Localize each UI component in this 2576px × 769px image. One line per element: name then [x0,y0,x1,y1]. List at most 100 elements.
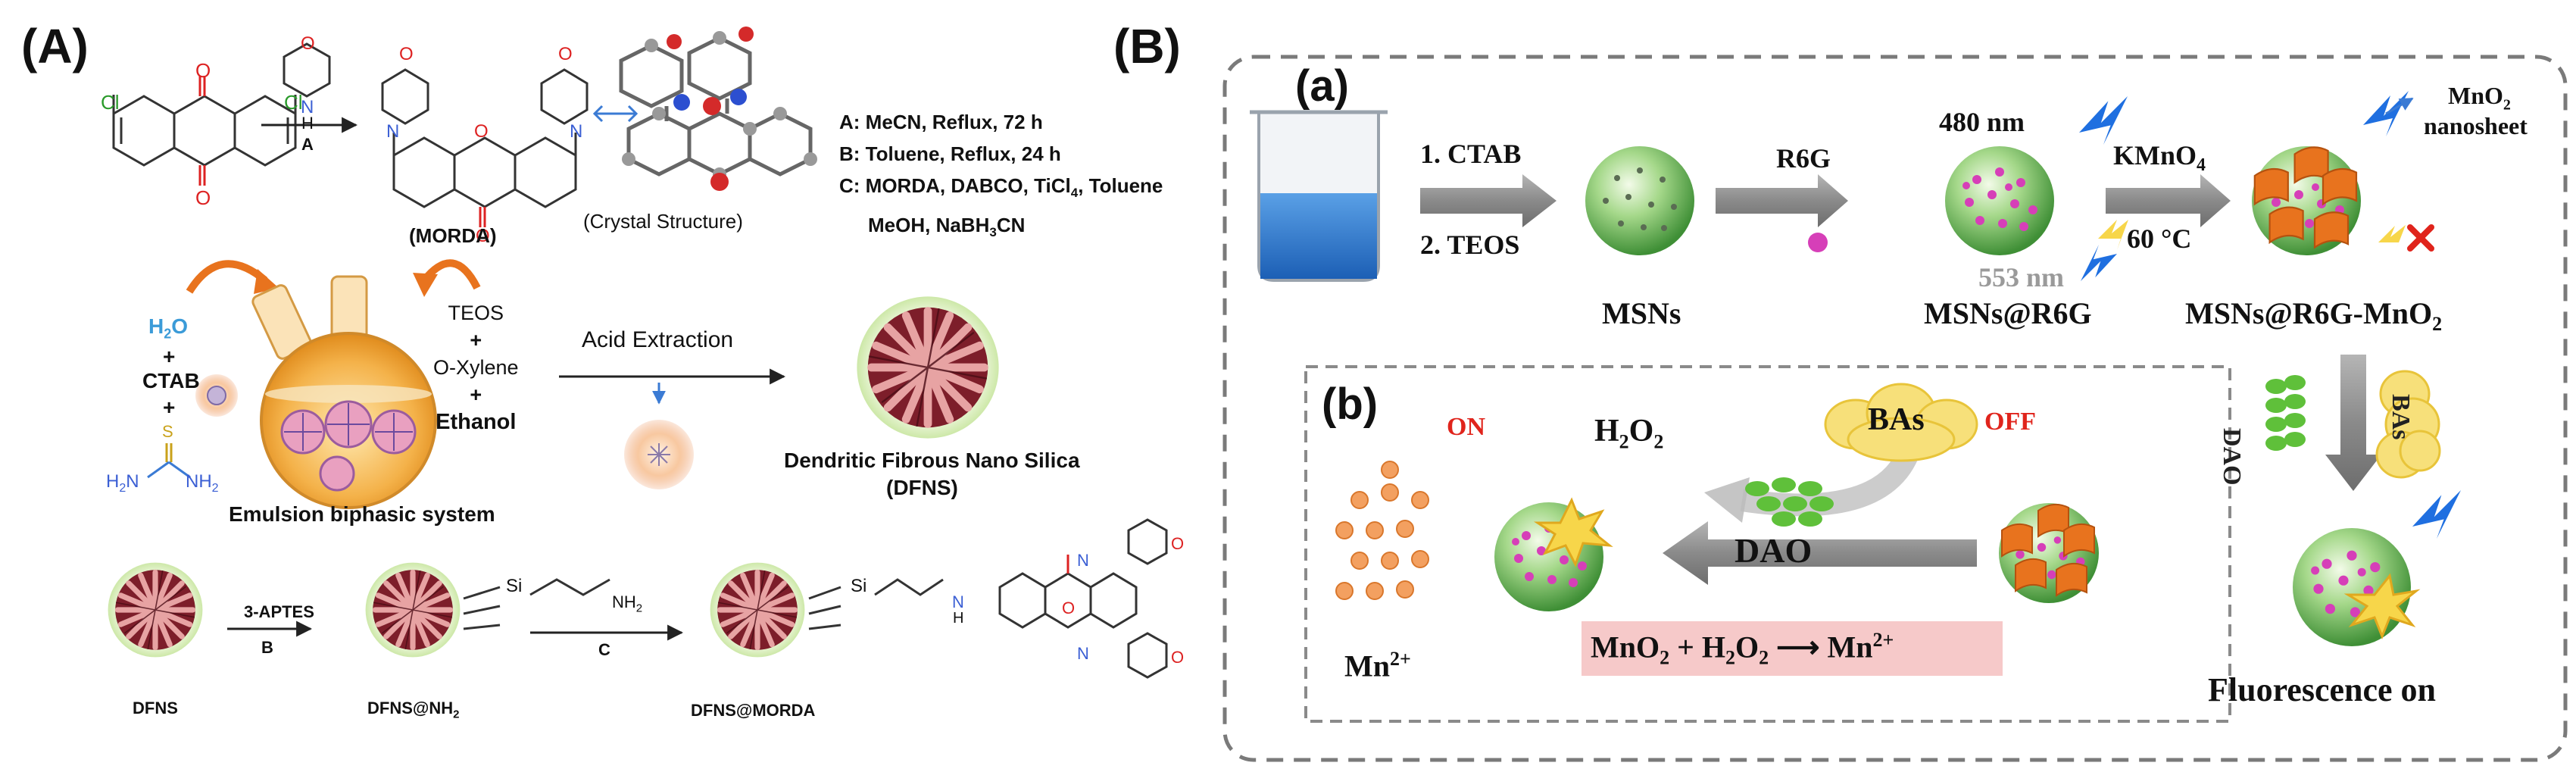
dfns-particle [108,563,203,658]
quench-x-icon [2407,224,2434,252]
dfns-morda-particle [710,563,805,658]
crystal-caption: (Crystal Structure) [583,210,743,233]
bas-cloud-vertical [2375,370,2441,479]
step-c-label: C [598,640,610,659]
emission-553nm: 553 nm [1978,262,2065,292]
msns-r6g-caption: MSNs@R6G [1924,296,2092,330]
msns-caption: MSNs [1602,296,1681,330]
micelles-in-flask [280,400,417,492]
thiourea-nh2: NH2 [186,471,219,495]
morpholine-n-label: N [301,97,314,117]
o-xylene-label: O-Xylene [433,356,519,379]
bas-cloud [1824,383,1978,462]
dao-vertical-label: DAO [2218,428,2246,486]
step1-label: 1. CTAB [1420,139,1522,169]
equivalence-arrow [592,105,639,123]
morpholine-o-bottom: O [1171,648,1185,667]
plus-1: + [163,345,176,368]
nanosheet-label: nanosheet [2424,112,2528,139]
mn2-ions [1335,461,1429,600]
ctab-teos-arrow [1420,174,1557,227]
morda-n-right: N [570,121,583,142]
dfns-nh2-caption: DFNS@NH2 [367,699,460,721]
dfns-caption: DFNS [133,699,178,717]
step-b-label: B [261,638,273,657]
conditions-list: A: MeCN, Reflux, 72 h B: Toluene, Reflux… [839,106,1163,249]
step-a-label: A [301,135,314,154]
emission-lightning [2081,245,2117,281]
o-bottom-label: O [195,186,211,209]
reaction-left-arrow [1663,521,1977,585]
plus-3: + [470,329,482,352]
water-label: H2O [148,314,189,342]
morda-o-center: O [474,121,489,142]
r6g-label: R6G [1776,143,1831,173]
dao-bas-arrow [2325,355,2381,491]
on-label: ON [1447,413,1485,441]
morpholine-n-bottom: N [1077,644,1089,663]
dfns-particle-large [857,296,998,438]
teos-label: TEOS [448,302,504,324]
ethanol-label: Ethanol [436,410,517,434]
h2o2-label: H2O2 [1594,414,1664,453]
dfns-nh2-particle [366,563,461,658]
morpholine-o-label: O [301,33,315,54]
fluorescence-lightning [2412,490,2461,539]
msns-sphere [1585,146,1694,255]
right-orange-arrow [421,259,481,290]
ctab-label: CTAB [142,369,200,392]
r6g-arrow [1716,174,1848,227]
kmno4-label: KMnO4 [2113,140,2206,176]
aptes-nh2: NH2 [612,592,643,615]
dao-enzyme-group [1745,477,1834,527]
morda-si: Si [851,576,867,596]
morpholine-h-label: H [301,114,314,133]
morda-caption: (MORDA) [409,224,497,247]
sub-panel-a-label: (a) [1295,61,1349,111]
mno2-label: MnO2 [2448,82,2511,114]
acid-extraction-label: Acid Extraction [582,327,734,352]
morda-o-left: O [399,44,414,64]
plus-2: + [163,395,176,419]
morda-structure [381,68,589,227]
morpholine-n-top: N [1077,551,1089,570]
msns-r6g-mno2-caption: MSNs@R6G-MnO2 [2185,296,2443,335]
fluorescence-on-caption: Fluorescence on [2208,671,2437,708]
morpholine-o-top: O [1171,534,1185,553]
on-sphere [1494,497,1613,611]
condition-b: B: Toluene, Reflux, 24 h [839,142,1061,165]
aptes-label: 3-APTES [244,602,314,621]
excitation-lightning [2079,96,2128,145]
off-sphere [1999,503,2099,603]
cl-left-label: Cl [101,91,120,114]
fluorescence-on-sphere [2293,528,2421,646]
cl-right-label: Cl [284,91,303,114]
dichloroanthraquinone-structure [112,76,297,186]
crystal-structure-image [619,27,817,191]
dao-label: DAO [1735,531,1813,570]
thiourea-h2n: H2N [106,471,139,495]
dfns-title-line1: Dendritic Fibrous Nano Silica [784,449,1080,472]
thiourea-structure [147,443,191,479]
emulsion-caption: Emulsion biphasic system [229,502,495,526]
r6g-dye [1808,233,1828,252]
panel-a-label: (A) [21,19,89,73]
organic-reagents: TEOS + O-Xylene + Ethanol [433,299,519,436]
msns-r6g-sphere [1945,146,2054,255]
dfns-morda-caption: DFNS@MORDA [691,701,816,720]
excitation-480nm: 480 nm [1939,107,2025,137]
condition-c-cont: MeOH, NaBH3CN [868,214,1026,240]
off-label: OFF [1984,408,2036,436]
condition-a: A: MeCN, Reflux, 72 h [839,111,1043,133]
morda-n-left: N [386,121,400,142]
mn2-label: Mn2+ [1344,648,1411,683]
aptes-linker [463,578,610,630]
left-orange-arrow [186,260,268,294]
aptes-si: Si [506,576,523,596]
linker-h: H [953,610,964,627]
dao-enzyme-icon [2265,375,2306,451]
o-top-label: O [195,59,211,82]
morda-linker [808,518,1168,679]
panel-b-outer-box [1222,55,2568,762]
